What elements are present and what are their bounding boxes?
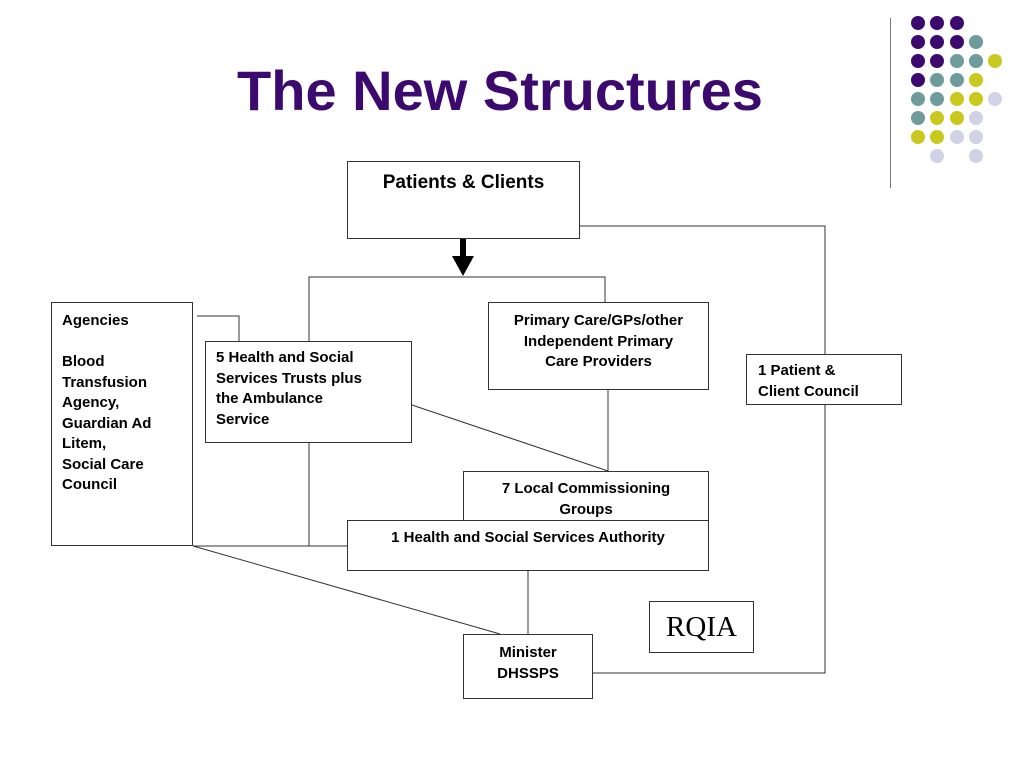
connector-trusts-down [308,443,347,547]
connector-top-bracket [308,276,606,341]
dot [950,16,964,30]
connector-agencies-to-minister [192,545,501,635]
dot [950,92,964,106]
dot [911,73,925,87]
dot [988,54,1002,68]
connector-patients-to-minister [580,225,826,674]
authority-label: 1 Health and Social Services Authority [391,529,665,546]
dot [911,16,925,30]
dot [950,35,964,49]
decorative-divider [890,18,891,188]
dot [969,130,983,144]
dot [930,16,944,30]
connector-agencies-bracket [197,315,240,341]
patient-council-box: 1 Patient & Client Council [746,354,902,405]
dot [911,111,925,125]
trusts-label: 5 Health and Social Services Trusts plus… [216,349,362,428]
dot [969,35,983,49]
dot [911,54,925,68]
dot [911,130,925,144]
patients-clients-box: Patients & Clients [347,161,580,239]
commissioning-box: 7 Local Commissioning Groups [463,471,709,523]
dot [930,92,944,106]
authority-box: 1 Health and Social Services Authority [347,520,709,571]
dot [969,54,983,68]
rqia-box: RQIA [649,601,754,653]
dot [950,54,964,68]
dot [969,111,983,125]
patient-council-label: 1 Patient & Client Council [758,362,859,400]
agencies-box: Agencies Blood Transfusion Agency, Guard… [51,302,193,546]
dot [950,73,964,87]
primary-care-label: Primary Care/GPs/other Independent Prima… [513,312,684,370]
dot [969,73,983,87]
dot [911,92,925,106]
primary-care-box: Primary Care/GPs/other Independent Prima… [488,302,709,390]
dot [988,92,1002,106]
dot [930,149,944,163]
dot [930,111,944,125]
trusts-box: 5 Health and Social Services Trusts plus… [205,341,412,443]
rqia-label: RQIA [666,611,737,643]
commissioning-label: 7 Local Commissioning Groups [501,480,671,518]
page-title: The New Structures [237,59,763,122]
dot [930,54,944,68]
dot [930,35,944,49]
dot [911,35,925,49]
dot [969,92,983,106]
dot [930,130,944,144]
minister-box: Minister DHSSPS [463,634,593,699]
dot [950,130,964,144]
down-arrow-icon [452,239,474,276]
patients-clients-label: Patients & Clients [382,172,545,193]
dot [969,149,983,163]
connector-trusts-to-lcg [411,404,609,472]
dot [930,73,944,87]
agencies-label: Agencies Blood Transfusion Agency, Guard… [62,312,152,493]
dot [950,111,964,125]
minister-label: Minister DHSSPS [497,644,559,682]
